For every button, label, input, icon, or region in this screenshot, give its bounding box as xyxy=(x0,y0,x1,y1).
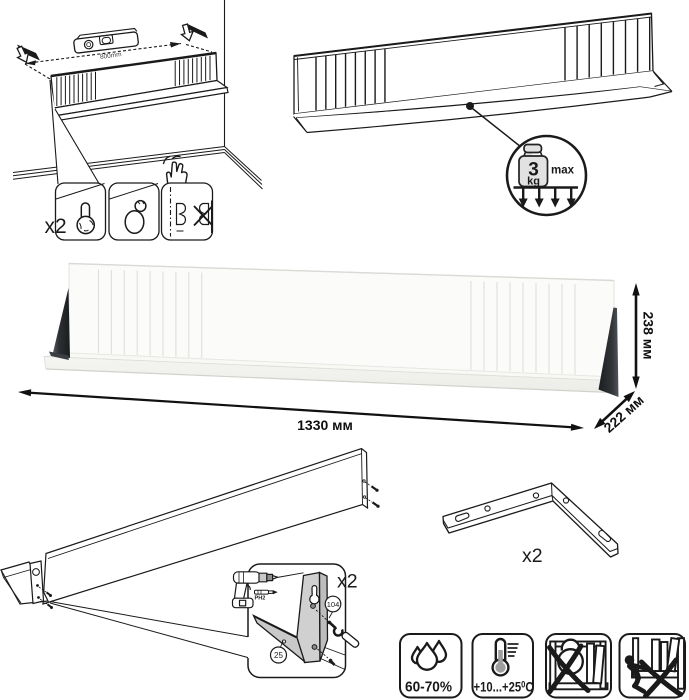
svg-text:max: max xyxy=(551,165,575,177)
svg-text:x2: x2 xyxy=(45,215,67,238)
svg-text:x2: x2 xyxy=(337,571,358,593)
svg-text:238 мм: 238 мм xyxy=(641,312,657,360)
svg-text:104: 104 xyxy=(327,600,340,609)
svg-text:x2: x2 xyxy=(522,545,543,567)
svg-text:+10...+250C: +10...+250C xyxy=(474,679,534,695)
svg-text:60-70%: 60-70% xyxy=(405,680,452,696)
svg-text:kg: kg xyxy=(527,175,540,187)
svg-text:1330 мм: 1330 мм xyxy=(297,417,353,433)
svg-text:800mm: 800mm xyxy=(100,51,122,61)
svg-text:25: 25 xyxy=(274,651,283,660)
svg-text:PH2: PH2 xyxy=(255,596,266,602)
svg-text:3: 3 xyxy=(528,160,539,181)
